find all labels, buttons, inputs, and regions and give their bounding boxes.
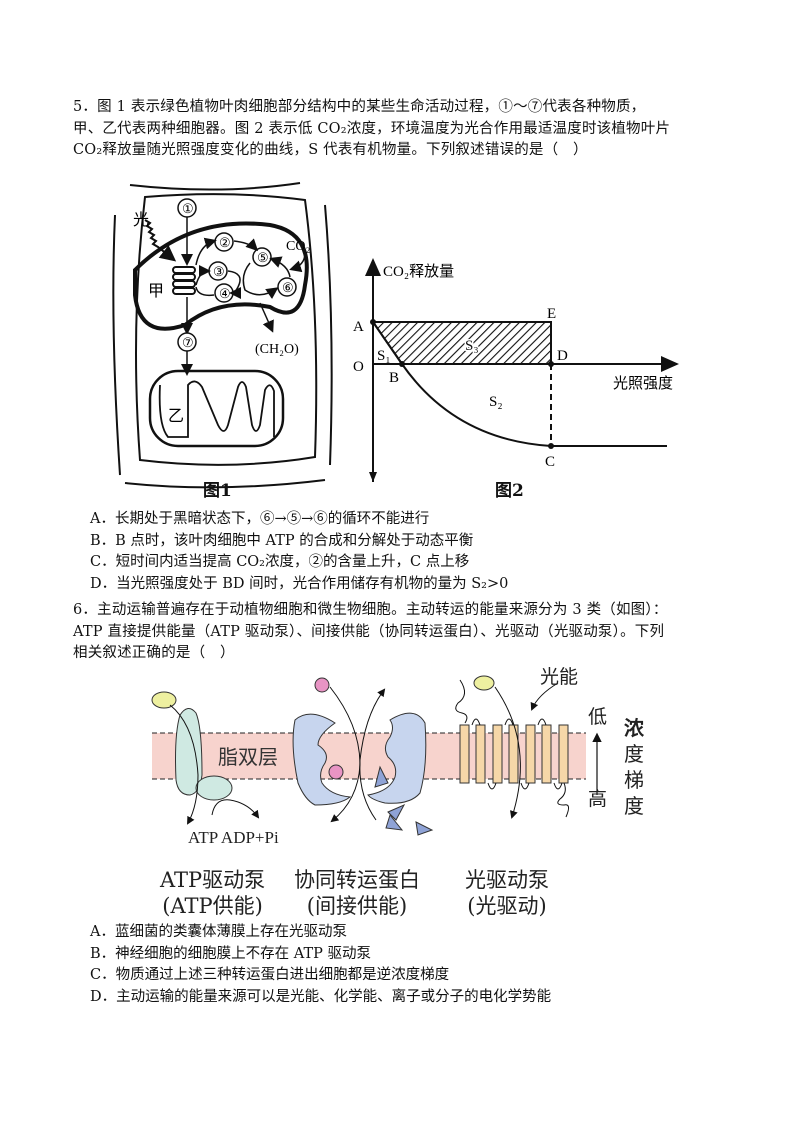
question-6-stem: 6．主动运输普遍存在于动植物细胞和微生物细胞。主动转运的能量来源分为 3 类（如… [73, 600, 668, 665]
area-s3: S₃ [465, 338, 479, 354]
figure-1-cell-diagram: 光 ① ② ③ ④ ⑤ ⑥ CO₂ (CH₂O) 甲 ⑦ 乙 [112, 182, 333, 489]
light-pump-icon [455, 675, 570, 819]
ch2o-label: (CH₂O) [255, 342, 299, 357]
cotransporter-icon [292, 677, 434, 836]
light-energy-label: 光能 [540, 666, 578, 688]
x-axis-label: 光照强度 [613, 375, 673, 392]
svg-text:B: B [389, 370, 399, 386]
question-6-options: A．蓝细菌的类囊体薄膜上存在光驱动泵 B．神经细胞的细胞膜上不存在 ATP 驱动… [90, 922, 551, 1008]
svg-text:⑤: ⑤ [257, 250, 269, 265]
svg-text:⑥: ⑥ [282, 280, 294, 295]
svg-text:③: ③ [213, 264, 225, 279]
q6-option-b[interactable]: B．神经细胞的细胞膜上不存在 ATP 驱动泵 [90, 945, 371, 962]
light-pump-caption: 光驱动泵 (光驱动) [465, 868, 549, 918]
q6-line-3: 相关叙述正确的是（ ） [73, 645, 235, 661]
q6-option-c[interactable]: C．物质通过上述三种转运蛋白进出细胞都是逆浓度梯度 [90, 967, 450, 983]
cotransporter-caption: 协同转运蛋白 (间接供能) [294, 868, 420, 918]
q6-line-2: ATP 直接提供能量（ATP 驱动泵）、间接供能（协同转运蛋白）、光驱动（光驱动… [73, 623, 665, 640]
atp-pump-caption: ATP驱动泵 (ATP供能) [160, 868, 266, 918]
area-s2: S₂ [489, 394, 503, 410]
svg-text:度: 度 [624, 743, 644, 766]
q5-option-b[interactable]: B．B 点时，该叶肉细胞中 ATP 的合成和分解处于动态平衡 [90, 532, 474, 549]
membrane-label: 脂双层 [218, 746, 278, 769]
figure-transport-pumps: 脂双层 ATP ADP+Pi [151, 666, 645, 845]
light-label: 光 [133, 211, 149, 229]
figure-1-caption: 图1 [203, 481, 232, 501]
atp-pump-icon [151, 691, 260, 825]
svg-text:D: D [557, 348, 568, 364]
q5-line-3: CO₂释放量随光照强度变化的曲线，S 代表有机物量。下列叙述错误的是（ ） [73, 142, 588, 158]
q5-line-2: 甲、乙代表两种细胞器。图 2 表示低 CO₂浓度，环境温度为光合作用最适温度时该… [73, 120, 671, 137]
mitochondrion-label: 乙 [168, 408, 184, 425]
grana-stack-icon [172, 266, 196, 295]
y-axis-label: CO₂释放量 [383, 263, 454, 280]
svg-text:①: ① [182, 201, 194, 216]
figure-2-co2-curve: CO₂释放量 光照强度 A O B C D E S₁ S₃ S₂ [353, 258, 679, 482]
figure-2-caption: 图2 [495, 481, 524, 501]
co2-label: CO₂ [286, 239, 310, 254]
svg-text:度: 度 [624, 795, 644, 818]
svg-text:④: ④ [219, 286, 231, 301]
q6-option-d[interactable]: D．主动运输的能量来源可以是光能、化学能、离子或分子的电化学势能 [90, 988, 552, 1005]
q6-line-1: 6．主动运输普遍存在于动植物细胞和微生物细胞。主动转运的能量来源分为 3 类（如… [73, 602, 668, 618]
svg-text:②: ② [219, 235, 231, 250]
question-5-stem: 5．图 1 表示绿色植物叶肉细胞部分结构中的某些生命活动过程，①～⑦代表各种物质… [73, 97, 670, 162]
low-label: 低 [588, 706, 607, 728]
svg-text:E: E [547, 306, 556, 322]
svg-text:浓: 浓 [624, 717, 645, 740]
q5-option-a[interactable]: A．长期处于黑暗状态下，⑥→⑤→⑥的循环不能进行 [90, 511, 430, 527]
svg-text:⑦: ⑦ [182, 335, 194, 350]
atp-label: ATP ADP+Pi [188, 828, 279, 845]
chloroplast-label: 甲 [148, 283, 164, 300]
svg-text:A: A [353, 319, 364, 335]
q6-option-a[interactable]: A．蓝细菌的类囊体薄膜上存在光驱动泵 [90, 924, 347, 940]
q5-line-1: 5．图 1 表示绿色植物叶肉细胞部分结构中的某些生命活动过程，①～⑦代表各种物质… [73, 99, 646, 115]
q5-option-c[interactable]: C．短时间内适当提高 CO₂浓度，②的含量上升，C 点上移 [90, 554, 470, 570]
area-s1: S₁ [377, 348, 391, 364]
question-5-options: A．长期处于黑暗状态下，⑥→⑤→⑥的循环不能进行 B．B 点时，该叶肉细胞中 A… [90, 509, 508, 595]
svg-text:O: O [353, 359, 364, 375]
high-label: 高 [588, 788, 607, 810]
svg-text:C: C [545, 454, 555, 470]
q5-option-d[interactable]: D．当光照强度处于 BD 间时，光合作用储存有机物的量为 S₂>0 [90, 575, 509, 592]
svg-text:梯: 梯 [624, 769, 644, 792]
